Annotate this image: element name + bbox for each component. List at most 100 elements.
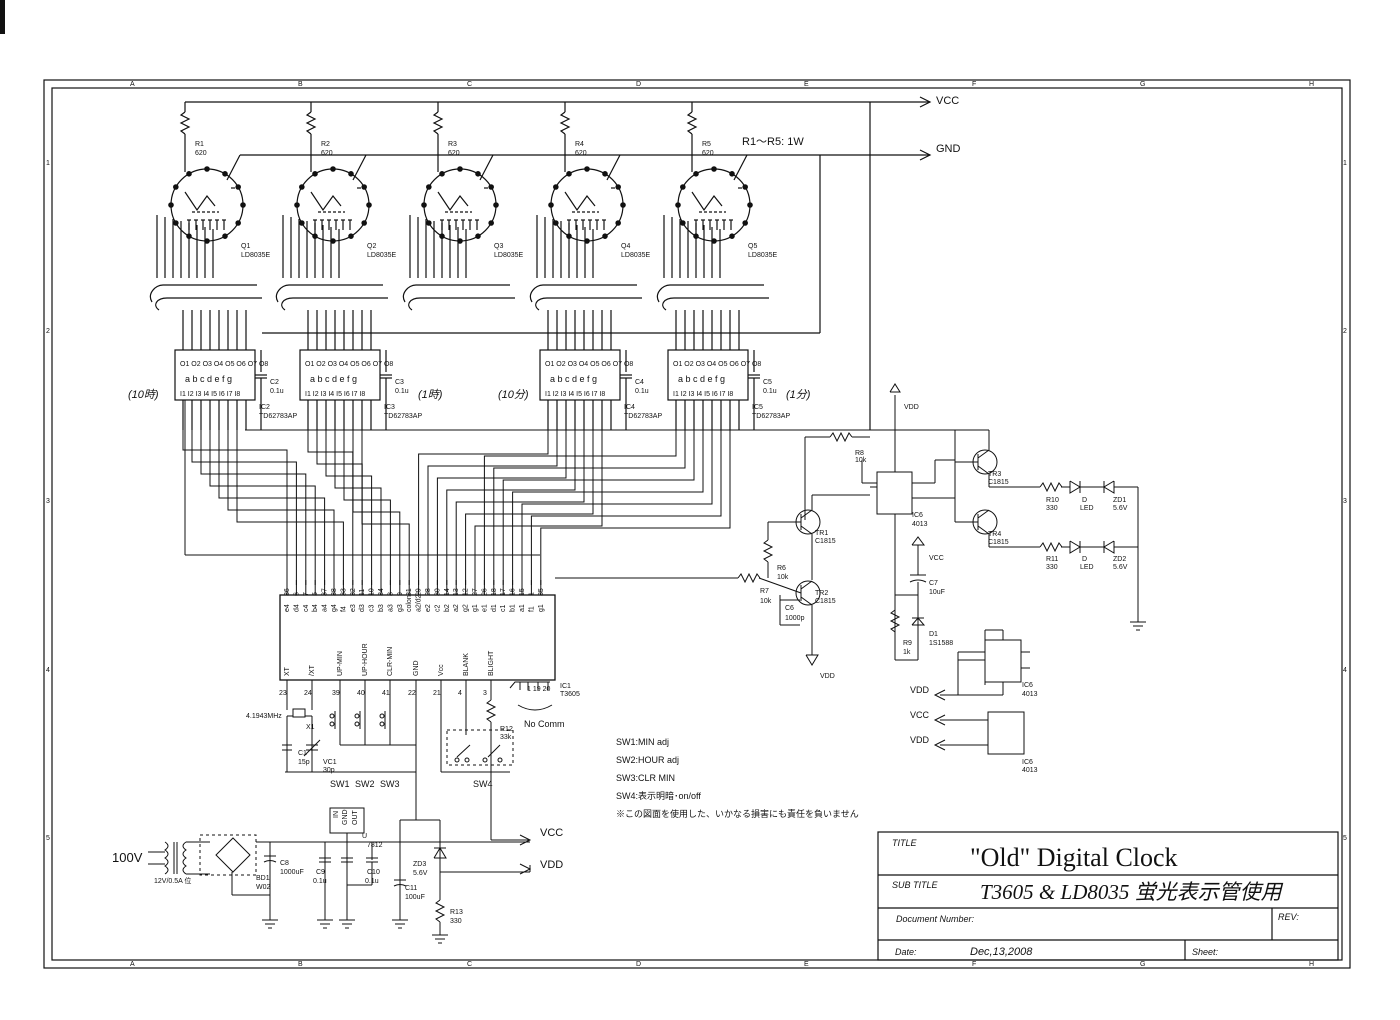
tb-title-label: TITLE — [892, 838, 918, 848]
ic1-top-pin-29: 29 — [416, 588, 423, 596]
tube-3-resistor-ref: R3 — [448, 141, 457, 148]
zd2-ref: ZD2 — [1113, 556, 1126, 563]
note-3: SW3:CLR MIN — [616, 773, 675, 783]
driver-3-cap-ref: C4 — [635, 379, 644, 386]
r9-value: 1k — [903, 649, 911, 656]
tb-subtitle: T3605 & LD8035 蛍光表示管使用 — [980, 880, 1284, 904]
r12-ref: R12 — [500, 726, 513, 733]
ic1-top-pin-28: 28 — [425, 588, 432, 596]
tb-subtitle-label: SUB TITLE — [892, 880, 939, 890]
ic1-top-label-3: b4 — [312, 604, 319, 612]
led1-ref: D — [1082, 497, 1087, 504]
c9-ref: C9 — [316, 869, 325, 876]
tb-rev-label: REV: — [1278, 912, 1299, 922]
ic1-top-label-1: d4 — [293, 604, 300, 612]
main-ic-t3605: 36e46d47c45b437a438g433f432e311d310c334b… — [279, 580, 580, 729]
ic1-top-label-8: d3 — [359, 604, 366, 612]
zone-col-G: G — [1140, 81, 1145, 88]
c11-ref: C11 — [405, 885, 417, 892]
ic1-top-label-17: b2 — [444, 604, 451, 612]
r10-ref: R10 — [1046, 497, 1059, 504]
ic6b-ref: IC6 — [1022, 682, 1033, 689]
vfd-tube-4 — [529, 102, 642, 311]
r8-value: 10k — [855, 457, 867, 464]
ic1-bottom-label-1: /XT — [309, 664, 316, 676]
tube-1-part: LD8035E — [241, 252, 271, 259]
zone-row-right-5: 5 — [1343, 835, 1347, 842]
ic1-bottom-pin-40: 40 — [357, 690, 365, 697]
tube-1-resistor-value: 620 — [195, 150, 207, 157]
driver-1-inputs: I1 I2 I3 I4 I5 I6 I7 I8 — [180, 391, 240, 398]
zone-row-3: 3 — [46, 498, 50, 505]
c8-ref: C8 — [280, 860, 289, 867]
ic1-top-label-24: b1 — [510, 604, 517, 612]
ic1-bottom-pin-21: 21 — [433, 690, 441, 697]
tube-5-resistor-ref: R5 — [702, 141, 711, 148]
ic1-top-pin-11: 11 — [359, 589, 366, 596]
driver-ic-4 — [667, 310, 760, 430]
zone-row-right-3: 3 — [1343, 498, 1347, 505]
ic1-bottom-label-4: CLR-MIN — [387, 647, 394, 676]
vcc-rail-label: VCC — [936, 95, 959, 107]
ic1-bottom-label-0: XT — [284, 666, 291, 676]
zone-col-B: B — [298, 81, 303, 88]
ic1-top-label-12: g3 — [397, 604, 404, 612]
reg-in-pin: IN — [333, 811, 340, 818]
reg-out-pin: OUT — [352, 810, 359, 826]
title-block — [877, 831, 1339, 961]
c10-ref: C10 — [367, 869, 380, 876]
tube-5-ref: Q5 — [748, 243, 757, 250]
tube-4-resistor-value: 620 — [575, 150, 587, 157]
ic1-top-pin-31: 31 — [406, 588, 413, 596]
ic1-top-pin-35: 35 — [538, 588, 545, 596]
ic1-bottom-pin-39: 39 — [332, 690, 340, 697]
tb-date-label: Date: — [895, 947, 917, 957]
ic1-top-pin-33: 33 — [340, 588, 347, 596]
driver-4-cap-value: 0.1u — [763, 388, 777, 395]
tube-1-ref: Q1 — [241, 243, 250, 250]
ic1-top-pin-8: 8 — [387, 592, 394, 596]
ic1-top-label-23: c1 — [500, 605, 507, 613]
psu-vcc-label: VCC — [540, 827, 563, 839]
tube-2-resistor-value: 620 — [321, 150, 333, 157]
note-2: SW2:HOUR adj — [616, 755, 679, 765]
ic1-top-label-25: a1 — [519, 604, 526, 612]
ic1-top-label-2: c4 — [303, 605, 310, 613]
ic6b-part: 4013 — [1022, 691, 1038, 698]
tr3-part: C1815 — [988, 479, 1009, 486]
zd3-value: 5.6V — [413, 870, 428, 877]
ic1-bottom-label-2: UP-MIN — [337, 651, 344, 676]
zone-col-F: F — [972, 81, 976, 88]
r13-ref: R13 — [450, 909, 463, 916]
ic1-bottom-pin-23: 23 — [279, 690, 287, 697]
zone-row-5: 5 — [46, 835, 50, 842]
ic1-bottom-pin-4: 4 — [458, 690, 462, 697]
zd1-value: 5.6V — [1113, 505, 1128, 512]
sw4-label: SW4 — [473, 779, 493, 789]
r11-value: 330 — [1046, 564, 1058, 571]
zone-col-bottom-H: H — [1309, 961, 1314, 968]
tr3-ref: TR3 — [988, 471, 1001, 478]
zone-row-right-1: 1 — [1343, 160, 1347, 167]
outer-frame — [43, 79, 1351, 969]
ic1-top-pin-18: 18 — [491, 588, 498, 596]
zone-col-A: A — [130, 81, 135, 88]
driver-3-outputs: O1 O2 O3 O4 O5 O6 O7 O8 — [545, 361, 633, 368]
ic1-top-label-7: e3 — [350, 604, 357, 612]
ic1-top-label-5: g4 — [331, 604, 338, 612]
tb-date: Dec,13,2008 — [970, 946, 1033, 958]
driver-1-outputs: O1 O2 O3 O4 O5 O6 O7 O8 — [180, 361, 268, 368]
r7-ref: R7 — [760, 588, 769, 595]
ic1-top-pin-9: 9 — [397, 592, 404, 596]
ic1-top-pin-37: 37 — [322, 588, 329, 596]
tube-3-resistor-value: 620 — [448, 150, 460, 157]
ic1-top-pin-13: 13 — [453, 588, 460, 596]
zone-col-D: D — [636, 81, 641, 88]
zone-row-right-2: 2 — [1343, 328, 1347, 335]
vc1-ref: VC1 — [323, 759, 337, 766]
driver-4-cap-ref: C5 — [763, 379, 772, 386]
tube-1-resistor-ref: R1 — [195, 141, 204, 148]
ic1-top-pin-7: 7 — [303, 592, 310, 596]
zone-col-bottom-B: B — [298, 961, 303, 968]
